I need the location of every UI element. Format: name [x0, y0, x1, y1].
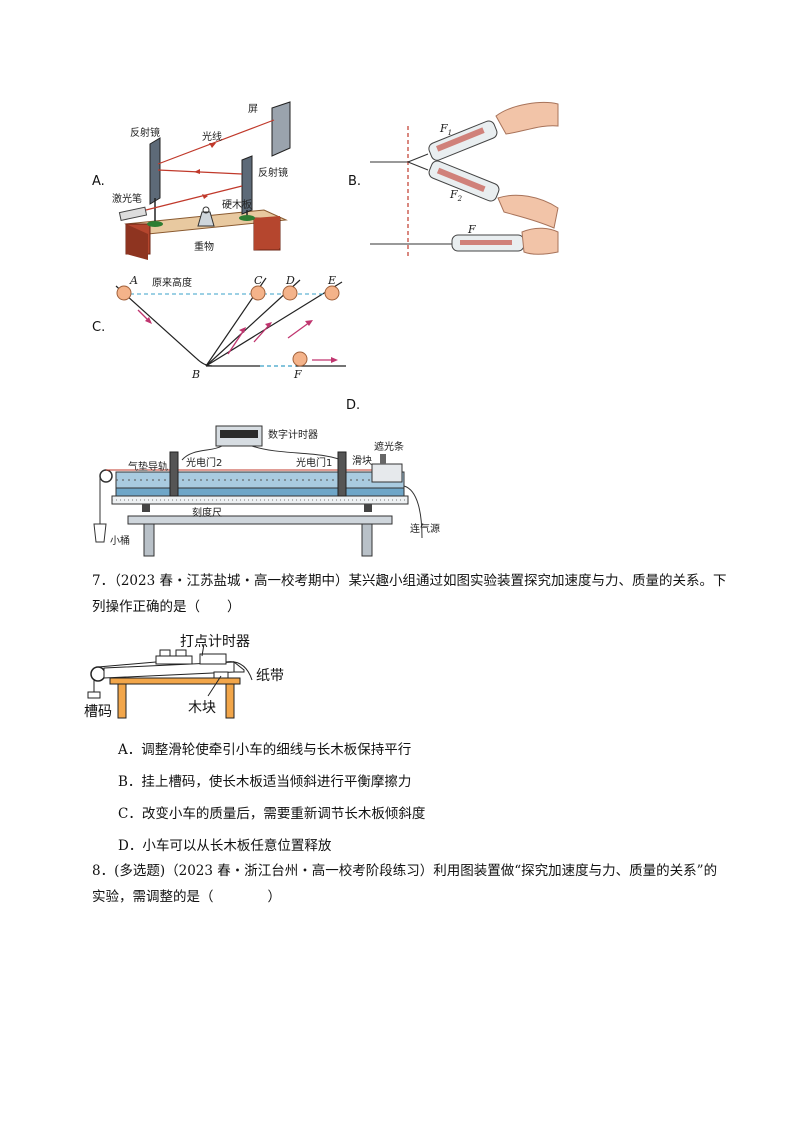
slider-label: 滑块 — [352, 455, 372, 467]
q7-figure-cart-track: 打点计时器 纸带 槽码 木块 — [84, 633, 284, 720]
figure-d-air-track: 数字计时器 小桶 气垫导轨 光电门2 光电门1 滑块 遮光条 刻度尺 连气源 — [93, 425, 440, 557]
board-label: 硬木板 — [222, 198, 252, 211]
point-e-label: E — [327, 274, 336, 287]
mirror1-label: 反射镜 — [130, 126, 160, 139]
question-8: 8．(多选题)（2023 春・浙江台州・高一校考阶段练习）利用图装置做“探究加速… — [92, 858, 742, 910]
q7-timer-label: 打点计时器 — [180, 633, 250, 650]
option-b-label: B. — [348, 174, 362, 189]
mirror2-label: 反射镜 — [258, 166, 288, 179]
gate1-label: 光电门1 — [296, 456, 332, 469]
timer-label: 数字计时器 — [268, 428, 318, 441]
q7-option-b[interactable]: B．挂上槽码，使长木板适当倾斜进行平衡摩擦力 — [118, 774, 412, 790]
question-7: 7．（2023 春・江苏盐城・高一校考期中）某兴趣小组通过如图实验装置探究加速度… — [92, 568, 732, 620]
q7-block-label: 木块 — [188, 700, 216, 716]
gate2-label: 光电门2 — [186, 456, 222, 469]
q7-option-a[interactable]: A．调整滑轮使牵引小车的细线与长木板保持平行 — [118, 742, 412, 758]
weight-label: 重物 — [194, 240, 214, 253]
q7-option-d[interactable]: D．小车可以从长木板任意位置释放 — [118, 838, 332, 854]
option-c-label: C. — [92, 320, 106, 335]
light-label: 光线 — [202, 130, 222, 143]
point-f-label: F — [293, 368, 302, 381]
rail-label: 气垫导轨 — [128, 460, 168, 473]
q8-line1: 8．(多选题)（2023 春・浙江台州・高一校考阶段练习）利用图装置做“探究加速… — [92, 863, 718, 879]
f-label: F — [467, 223, 476, 236]
bucket-label: 小桶 — [110, 534, 130, 547]
option-d-label: D. — [346, 398, 361, 413]
q7-line2: 列操作正确的是（ ） — [92, 599, 241, 615]
option-a-label: A. — [92, 174, 105, 189]
q7-option-c[interactable]: C．改变小车的质量后，需要重新调节长木板倾斜度 — [118, 806, 426, 822]
q7-tape-label: 纸带 — [256, 668, 284, 684]
f1-label: F1 — [439, 122, 452, 137]
laser-label: 激光笔 — [112, 192, 142, 205]
point-a-label: A — [129, 274, 138, 287]
q7-line1: 7．（2023 春・江苏盐城・高一校考期中）某兴趣小组通过如图实验装置探究加速度… — [92, 573, 727, 589]
q7-weights-label: 槽码 — [84, 704, 112, 720]
point-d-label: D — [285, 274, 295, 287]
figure-a-mirror-experiment: 屏 反射镜 光线 反射镜 激光笔 硬木板 重物 — [112, 101, 291, 260]
screen-label: 屏 — [248, 103, 258, 115]
figure-b-spring-scales: F1 F2 F — [370, 102, 559, 258]
point-c-label: C — [254, 274, 263, 287]
shutter-label: 遮光条 — [374, 440, 404, 453]
f2-label: F2 — [449, 188, 463, 203]
ruler-label: 刻度尺 — [192, 506, 222, 519]
q8-line2: 实验，需调整的是（ ） — [92, 889, 281, 905]
air-source-label: 连气源 — [410, 522, 440, 535]
point-b-label: B — [191, 368, 200, 381]
figure-c-ramps: A 原来高度 C D E B F — [115, 274, 346, 381]
original-height-label: 原来高度 — [152, 276, 192, 289]
